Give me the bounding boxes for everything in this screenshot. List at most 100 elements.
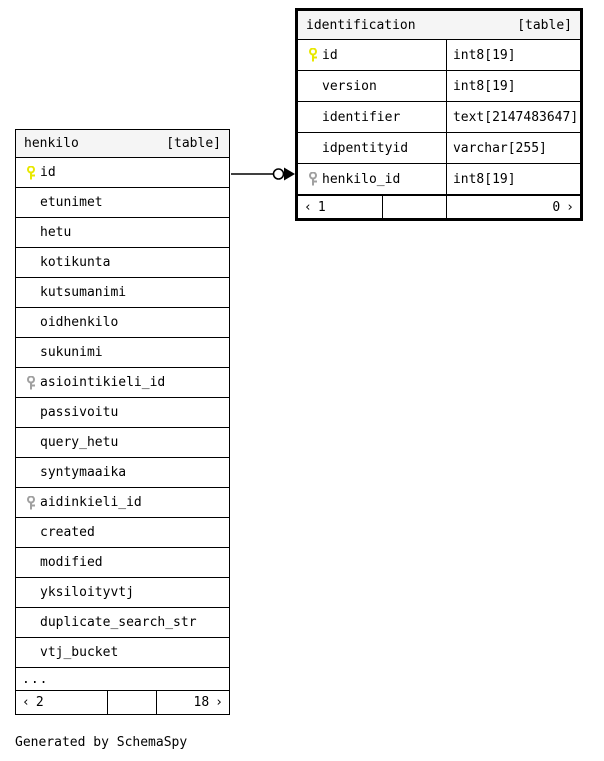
pager-prev-count: 2 [35, 695, 44, 710]
column-type-cell: int8[19] [445, 164, 580, 194]
column-name: sukunimi [40, 345, 103, 360]
primary-key-icon [22, 165, 40, 180]
column-name: identifier [322, 109, 401, 125]
table-row[interactable]: identifier text[2147483647] [298, 102, 580, 133]
table-type-badge: [table] [517, 17, 572, 33]
chevron-left-icon: ‹ [304, 199, 312, 215]
column-type: int8[19] [452, 171, 516, 187]
pager-middle [382, 196, 447, 218]
table-title: henkilo [24, 136, 79, 151]
table-row[interactable]: aidinkieli_id [16, 488, 229, 518]
primary-key-icon [304, 48, 322, 62]
column-type: varchar[255] [452, 140, 547, 156]
generated-by-credit: Generated by SchemaSpy [15, 735, 188, 750]
table-header-identification: identification [table] [298, 11, 580, 40]
column-name: etunimet [40, 195, 103, 210]
table-row[interactable]: hetu [16, 218, 229, 248]
column-name: query_hetu [40, 435, 119, 450]
column-name-cell: hetu [16, 218, 229, 247]
table-row[interactable]: asiointikieli_id [16, 368, 229, 398]
column-name-cell: modified [16, 548, 229, 577]
column-name-cell: duplicate_search_str [16, 608, 229, 637]
column-name: kotikunta [40, 255, 111, 270]
table-row[interactable]: oidhenkilo [16, 308, 229, 338]
column-name-cell: idpentityid [298, 133, 446, 163]
table-row[interactable]: version int8[19] [298, 71, 580, 102]
table-row[interactable]: id [16, 158, 229, 188]
table-row[interactable]: etunimet [16, 188, 229, 218]
column-name: yksiloityvtj [40, 585, 134, 600]
cardinality-zero-circle [272, 168, 285, 180]
table-row[interactable]: query_hetu [16, 428, 229, 458]
column-name: duplicate_search_str [40, 615, 197, 630]
pager-prev-count: 1 [317, 199, 326, 215]
column-name-cell: asiointikieli_id [16, 368, 229, 397]
foreign-key-icon [304, 172, 322, 186]
column-name: aidinkieli_id [40, 495, 142, 510]
column-type-cell: int8[19] [445, 40, 580, 70]
column-name: asiointikieli_id [40, 375, 166, 390]
column-name-cell: id [16, 158, 229, 187]
column-type-cell: int8[19] [445, 71, 580, 101]
table-footer-identification: ‹ 1 0 › [298, 195, 580, 218]
column-name: syntymaaika [40, 465, 127, 480]
pager-next[interactable]: 18 › [157, 691, 229, 714]
column-name-cell: id [298, 40, 446, 70]
table-henkilo[interactable]: henkilo [table] id etunimet [15, 129, 230, 715]
column-type: int8[19] [452, 47, 516, 63]
column-name: id [322, 47, 338, 63]
column-name: oidhenkilo [40, 315, 119, 330]
table-row[interactable]: id int8[19] [298, 40, 580, 71]
column-name-cell: identifier [298, 102, 446, 132]
column-name: vtj_bucket [40, 645, 119, 660]
column-name-cell: kotikunta [16, 248, 229, 277]
column-name-cell: sukunimi [16, 338, 229, 367]
table-row[interactable]: vtj_bucket [16, 638, 229, 668]
column-type: text[2147483647] [452, 109, 579, 125]
ellipsis-label: ... [22, 671, 49, 687]
pager-next-count: 0 [552, 199, 561, 215]
table-row[interactable]: yksiloityvtj [16, 578, 229, 608]
column-name: id [40, 165, 56, 180]
table-footer-henkilo: ‹ 2 18 › [16, 691, 229, 714]
table-row[interactable]: syntymaaika [16, 458, 229, 488]
column-name: idpentityid [322, 140, 409, 156]
foreign-key-icon [22, 495, 40, 510]
pager-prev[interactable]: ‹ 1 [298, 196, 382, 218]
column-name-cell: oidhenkilo [16, 308, 229, 337]
table-row[interactable]: idpentityid varchar[255] [298, 133, 580, 164]
table-identification[interactable]: identification [table] id int8[19] [295, 8, 583, 221]
column-name-cell: syntymaaika [16, 458, 229, 487]
chevron-right-icon: › [215, 695, 223, 710]
column-name-cell: yksiloityvtj [16, 578, 229, 607]
pager-middle [107, 691, 157, 714]
table-row[interactable]: passivoitu [16, 398, 229, 428]
cardinality-many-arrow [284, 167, 295, 181]
chevron-right-icon: › [566, 199, 574, 215]
column-name-cell: henkilo_id [298, 164, 446, 194]
column-name-cell: passivoitu [16, 398, 229, 427]
column-type-cell: varchar[255] [445, 133, 580, 163]
column-name-cell: kutsumanimi [16, 278, 229, 307]
column-name: created [40, 525, 95, 540]
column-name: kutsumanimi [40, 285, 127, 300]
chevron-left-icon: ‹ [22, 695, 30, 710]
more-columns-indicator: ... [16, 668, 229, 691]
table-header-henkilo: henkilo [table] [16, 130, 229, 158]
table-row[interactable]: created [16, 518, 229, 548]
column-name-cell: version [298, 71, 446, 101]
table-row[interactable]: sukunimi [16, 338, 229, 368]
table-row[interactable]: henkilo_id int8[19] [298, 164, 580, 195]
table-row[interactable]: modified [16, 548, 229, 578]
pager-next[interactable]: 0 › [447, 196, 580, 218]
column-name-cell: aidinkieli_id [16, 488, 229, 517]
pager-next-count: 18 [193, 695, 210, 710]
column-name-cell: vtj_bucket [16, 638, 229, 667]
column-name: henkilo_id [322, 171, 401, 187]
table-row[interactable]: kotikunta [16, 248, 229, 278]
table-row[interactable]: kutsumanimi [16, 278, 229, 308]
table-row[interactable]: duplicate_search_str [16, 608, 229, 638]
column-type-cell: text[2147483647] [445, 102, 580, 132]
pager-prev[interactable]: ‹ 2 [16, 691, 107, 714]
